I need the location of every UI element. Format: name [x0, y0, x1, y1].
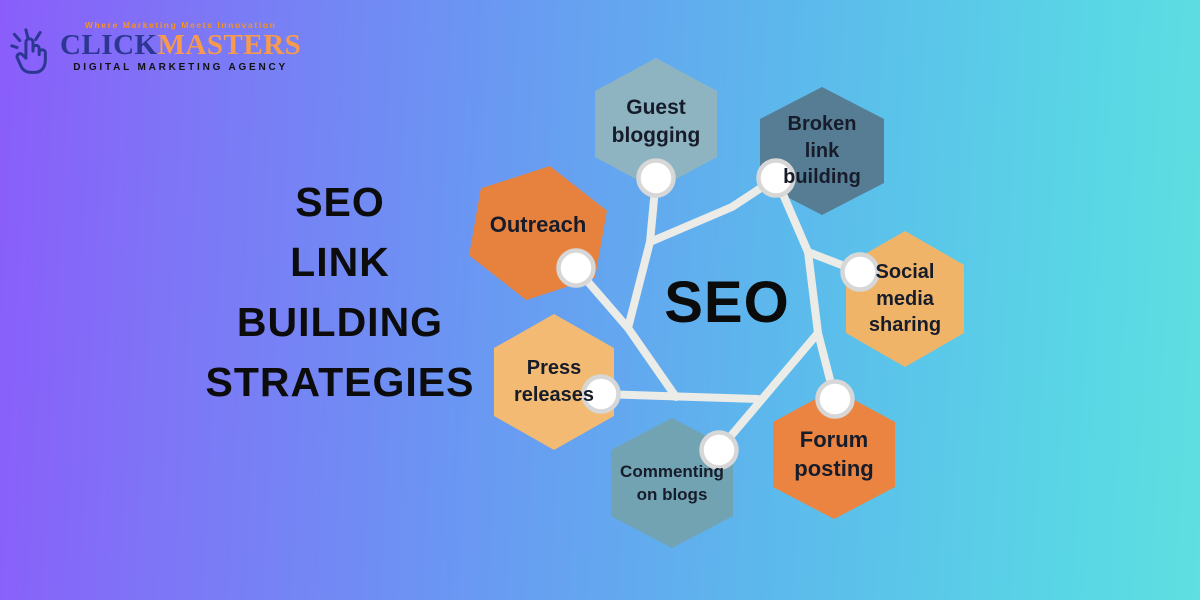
connector-line — [624, 324, 680, 401]
node-label-line: on blogs — [636, 485, 708, 504]
diagram-center-label: SEO — [664, 269, 790, 335]
logo-tagline: Where Marketing Meets Innovation — [84, 20, 277, 30]
click-hand-icon — [10, 28, 47, 74]
node-label-line: Commenting — [620, 462, 724, 482]
node-label-line: Press — [526, 357, 582, 380]
logo-text: Where Marketing Meets Innovation CLICKMA… — [60, 20, 301, 73]
connector-dot-commenting-on-blogs — [699, 430, 739, 470]
node-label-line: sharing — [868, 314, 942, 337]
node-label-social-media-sharing: Social media sharing — [846, 233, 964, 365]
logo-brand-click: CLICK — [60, 29, 158, 61]
node-label-line: Broken — [787, 112, 857, 135]
node-label-outreach: Outreach — [474, 165, 602, 285]
headline-line: STRATEGIES — [205, 359, 475, 405]
connector-dot-social-media-sharing — [840, 252, 880, 292]
connector-dot-broken-link-building — [756, 158, 796, 198]
node-label-line: releases — [513, 384, 595, 406]
connector-dot-guest-blogging — [636, 158, 676, 198]
logo: Where Marketing Meets Innovation CLICKMA… — [10, 20, 301, 80]
node-label-line: Social — [875, 260, 935, 283]
logo-brand: CLICKMASTERS — [60, 30, 301, 60]
page-title: SEO LINK BUILDING STRATEGIES — [198, 172, 482, 412]
headline-line: LINK — [290, 239, 390, 285]
node-label-line: posting — [794, 456, 874, 481]
node-label-line: Outreach — [489, 212, 587, 238]
hexagon-press-releases — [494, 314, 614, 450]
node-label-guest-blogging: Guest blogging — [595, 66, 717, 178]
connector-line — [804, 248, 839, 403]
logo-brand-masters: MASTERS — [157, 29, 302, 61]
headline-line: SEO — [295, 179, 385, 225]
node-label-line: building — [783, 166, 861, 189]
node-label-forum-posting: Forum posting — [773, 392, 895, 516]
hexagon-guest-blogging — [595, 58, 717, 190]
node-label-broken-link-building: Broken link building — [760, 89, 884, 213]
node-label-line: blogging — [611, 124, 701, 147]
connector-dot-press-releases — [581, 374, 621, 414]
hexagon-forum-posting — [773, 389, 895, 519]
connector-line — [715, 329, 822, 454]
node-label-press-releases: Press releases — [494, 316, 614, 448]
node-label-line: media — [876, 287, 934, 310]
connector-dot-forum-posting — [815, 379, 855, 419]
logo-subtitle: DIGITAL MARKETING AGENCY — [73, 62, 289, 73]
connector-dot-outreach — [556, 248, 596, 288]
node-label-line: Forum — [799, 426, 869, 452]
node-label-line: link — [804, 139, 840, 162]
headline-line: BUILDING — [236, 299, 444, 345]
connector-line — [572, 174, 660, 332]
node-label-commenting-on-blogs: Commenting on blogs — [611, 424, 733, 544]
node-label-line: Guest — [626, 95, 686, 119]
